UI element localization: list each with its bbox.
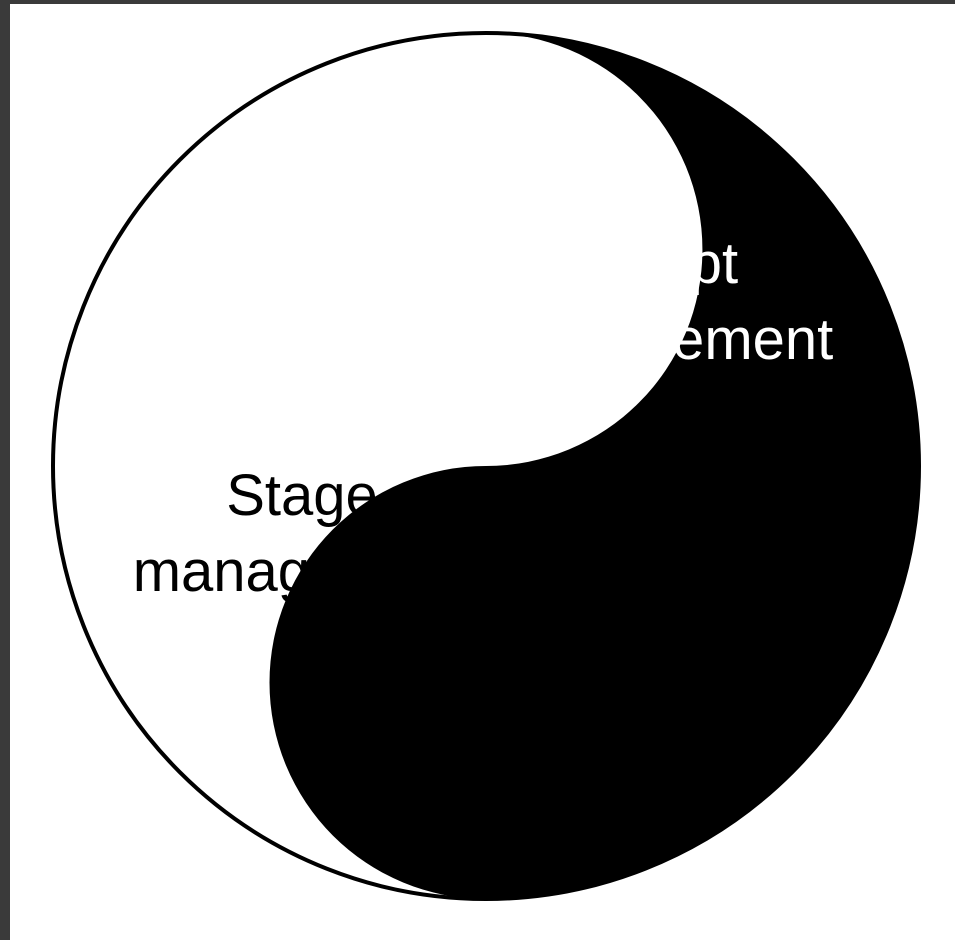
script-label-line-1: Script [589,231,739,296]
script-label-line-2: management [494,307,834,372]
frame-edge-top [0,0,955,4]
stage-label-line-1: Stage [226,463,378,528]
stage-management-label: Stage management [112,458,492,610]
frame-edge-left [0,0,10,940]
script-management-label: Script management [474,226,854,378]
stage-label-line-2: management [132,539,472,604]
yin-yang-dark-dot [443,639,529,725]
yin-yang-light-dot [443,207,529,293]
yin-yang-dark-half [269,33,919,899]
